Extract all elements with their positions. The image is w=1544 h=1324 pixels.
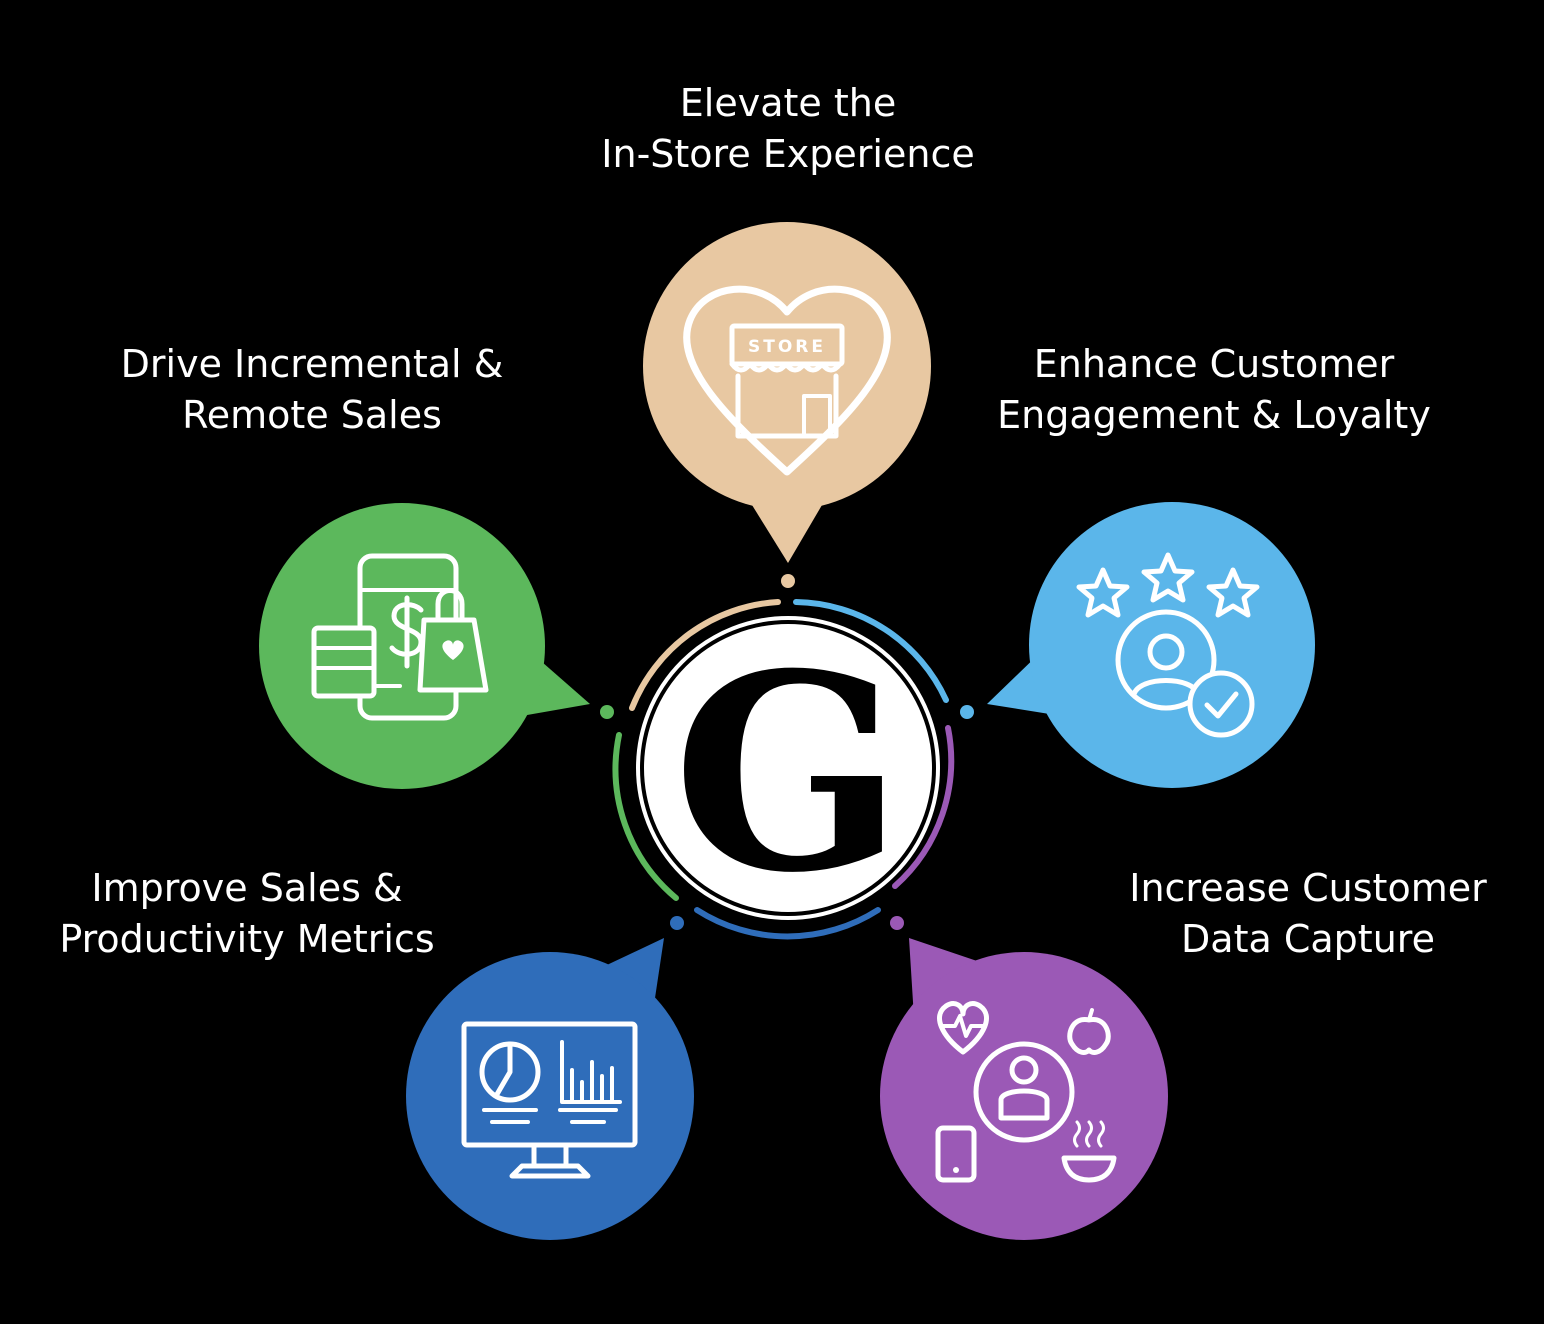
ring-arc-blue bbox=[694, 907, 881, 940]
label-drive-incremental-sales: Drive Incremental & Remote Sales bbox=[120, 342, 504, 437]
store-heart-icon bbox=[683, 285, 891, 476]
customer-data-icon bbox=[935, 1001, 1117, 1183]
dot-blue bbox=[670, 916, 684, 930]
center-ring-white bbox=[634, 614, 942, 922]
label-increase-data-capture: Increase Customer Data Capture bbox=[1129, 866, 1487, 961]
ring-arc-tan bbox=[629, 599, 781, 711]
center-logo-letter: G bbox=[673, 614, 904, 932]
center-ring bbox=[612, 599, 955, 940]
customer-rating-icon bbox=[1076, 552, 1260, 738]
dot-green bbox=[600, 705, 614, 719]
dot-tan bbox=[781, 574, 795, 588]
dot-purple bbox=[890, 916, 904, 930]
bubble-circle-purple bbox=[880, 952, 1168, 1240]
label-enhance-engagement: Enhance Customer Engagement & Loyalty bbox=[997, 342, 1431, 437]
bubble-engagement bbox=[987, 502, 1315, 788]
ring-arc-purple bbox=[892, 725, 955, 889]
center-inner-rim bbox=[640, 620, 936, 916]
bag-heart bbox=[442, 640, 464, 660]
analytics-monitor-icon bbox=[461, 1021, 638, 1179]
phone-button-dot bbox=[953, 1167, 959, 1173]
label-improve-sales-metrics: Improve Sales & Productivity Metrics bbox=[59, 866, 435, 961]
bubble-tail-tan bbox=[752, 505, 822, 563]
bubble-in-store: STORE bbox=[643, 222, 931, 563]
label-elevate-in-store: Elevate the In-Store Experience bbox=[601, 81, 975, 176]
ring-arc-light-blue bbox=[793, 599, 949, 703]
store-sign-text: STORE bbox=[748, 337, 826, 357]
bubble-data-capture bbox=[880, 938, 1168, 1240]
mobile-shopping-icon bbox=[311, 553, 489, 721]
bubble-remote-sales bbox=[259, 503, 590, 789]
bubble-circle-blue bbox=[406, 952, 694, 1240]
bubble-circle-light-blue bbox=[1029, 502, 1315, 788]
dot-light-blue bbox=[960, 705, 974, 719]
bubble-circle-green bbox=[259, 503, 545, 789]
ring-arc-green bbox=[612, 732, 679, 901]
bubble-sales-metrics bbox=[406, 938, 694, 1240]
